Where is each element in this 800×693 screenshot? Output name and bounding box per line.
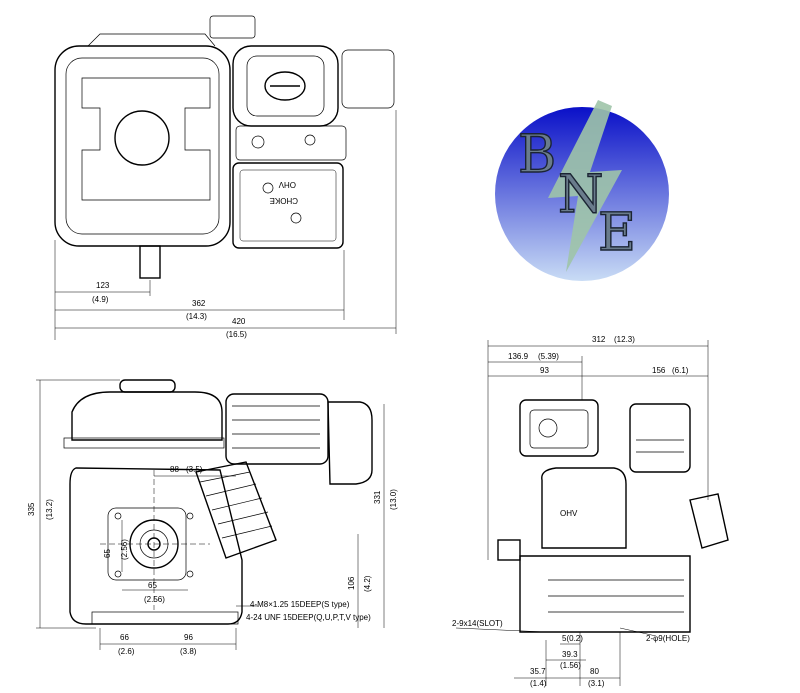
air-cleaner-inner bbox=[65, 57, 220, 235]
front-fuel-tank bbox=[519, 399, 599, 457]
dim-312: 312 bbox=[592, 335, 606, 344]
air-cleaner-outline bbox=[54, 45, 231, 247]
dim-420: 420 bbox=[232, 317, 246, 326]
valve-cover bbox=[232, 162, 344, 249]
logo-letter-n: N bbox=[558, 165, 604, 225]
logo-letter-b: B bbox=[518, 125, 556, 185]
fuel-cap-tab bbox=[209, 15, 256, 39]
note-hole: 2-φ9(HOLE) bbox=[646, 634, 690, 643]
dim-106: 106 bbox=[347, 576, 356, 590]
mount-hole-3 bbox=[114, 570, 122, 578]
side-tank-lines bbox=[232, 405, 320, 449]
front-crankcase bbox=[519, 555, 691, 633]
dim-80: 80 bbox=[590, 667, 599, 676]
dim-136: 136.9 bbox=[508, 352, 529, 361]
dim-39: 39.3 bbox=[562, 650, 578, 659]
note-unf: 4-24 UNF 15DEEP(Q,U,P,T,V type) bbox=[246, 613, 371, 622]
front-fuel-cap bbox=[538, 418, 558, 438]
dim-96-in: (3.8) bbox=[180, 647, 197, 656]
cylinder-fins bbox=[199, 471, 273, 539]
dim-80-in: (3.1) bbox=[588, 679, 605, 688]
dim-96: 96 bbox=[184, 633, 193, 642]
side-air-base bbox=[63, 437, 225, 449]
choke-label: CHOKE bbox=[270, 196, 298, 205]
carb-screw bbox=[251, 135, 265, 149]
dim-362-in: (14.3) bbox=[186, 312, 207, 321]
fuel-tank-inner bbox=[246, 55, 325, 117]
lightning-bolt-icon bbox=[548, 100, 622, 272]
carb-screw-2 bbox=[304, 134, 316, 146]
dim-65-v: 65 bbox=[103, 549, 112, 558]
dim-66-in: (2.6) bbox=[118, 647, 135, 656]
cylinder bbox=[195, 461, 277, 559]
dim-331: 331 bbox=[373, 490, 382, 504]
dim-65-v-in: (2.56) bbox=[120, 539, 129, 560]
fuel-cap bbox=[264, 71, 306, 101]
dim-312-in: (12.3) bbox=[614, 335, 635, 344]
dim-335-in: (13.2) bbox=[45, 499, 54, 520]
dim-136-in: (5.39) bbox=[538, 352, 559, 361]
valve-cover-inner bbox=[239, 169, 337, 242]
front-pull-starter bbox=[689, 493, 729, 549]
dim-65-h: 65 bbox=[148, 581, 157, 590]
front-ohv-label: OHV bbox=[560, 509, 578, 518]
muffler bbox=[341, 49, 395, 109]
dim-335: 335 bbox=[27, 502, 36, 516]
dim-106-in: (4.2) bbox=[363, 575, 372, 592]
side-air-cap bbox=[119, 379, 176, 393]
crankshaft-stub bbox=[139, 245, 161, 279]
top-view: OHV CHOKE 123 (4.9) 362 (14.3) 420 (16.5… bbox=[54, 15, 397, 340]
side-view: 335 (13.2) 331 (13.0) 88 (3.5) 65 (2.56)… bbox=[27, 379, 398, 656]
dim-39-in: (1.56) bbox=[560, 661, 581, 670]
dim-420-in: (16.5) bbox=[226, 330, 247, 339]
dim-331-in: (13.0) bbox=[389, 489, 398, 510]
mount-hole-2 bbox=[186, 512, 194, 520]
note-m8: 4-M8×1.25 15DEEP(S type) bbox=[250, 600, 350, 609]
dim-362: 362 bbox=[192, 299, 206, 308]
front-valve-cover bbox=[541, 467, 627, 549]
front-case-ribs bbox=[548, 579, 684, 613]
side-air-cleaner bbox=[71, 391, 223, 441]
front-view: OHV 312 (12.3) 136.9 (5.39) 93 156 (6.1)… bbox=[452, 335, 729, 688]
dim-156: 156 bbox=[652, 366, 666, 375]
air-cleaner-knob bbox=[114, 110, 170, 166]
front-muffler bbox=[629, 403, 691, 473]
ohv-label: OHV bbox=[278, 180, 296, 189]
bne-logo: B N E bbox=[495, 100, 669, 281]
mount-hole-4 bbox=[186, 570, 194, 578]
front-crankshaft bbox=[497, 539, 521, 561]
dim-123-in: (4.9) bbox=[92, 295, 109, 304]
base-mount bbox=[91, 611, 239, 625]
note-slot: 2-9x14(SLOT) bbox=[452, 619, 503, 628]
front-muffler-lines bbox=[636, 439, 684, 453]
dim-156-in: (6.1) bbox=[672, 366, 689, 375]
dim-88: 88 bbox=[170, 465, 179, 474]
carburetor bbox=[235, 125, 347, 161]
dim-88-in: (3.5) bbox=[186, 465, 203, 474]
leader-slot bbox=[455, 627, 547, 633]
side-muffler bbox=[327, 401, 373, 485]
dim-93: 93 bbox=[540, 366, 549, 375]
leader-hole bbox=[619, 627, 657, 637]
tank-top bbox=[87, 33, 216, 47]
side-fuel-tank bbox=[225, 393, 329, 465]
dim-5: 5(0.2) bbox=[562, 634, 583, 643]
valve-bolt bbox=[262, 182, 274, 194]
logo-letter-e: E bbox=[598, 203, 636, 263]
front-tank-inner bbox=[529, 409, 589, 449]
dim-35: 35.7 bbox=[530, 667, 546, 676]
mount-hole-1 bbox=[114, 512, 122, 520]
dim-65-h-in: (2.56) bbox=[144, 595, 165, 604]
dim-123: 123 bbox=[96, 281, 110, 290]
dim-35-in: (1.4) bbox=[530, 679, 547, 688]
valve-bolt-2 bbox=[290, 212, 302, 224]
dim-66: 66 bbox=[120, 633, 129, 642]
air-cleaner-ribs bbox=[81, 77, 211, 201]
crankcase bbox=[69, 467, 243, 625]
